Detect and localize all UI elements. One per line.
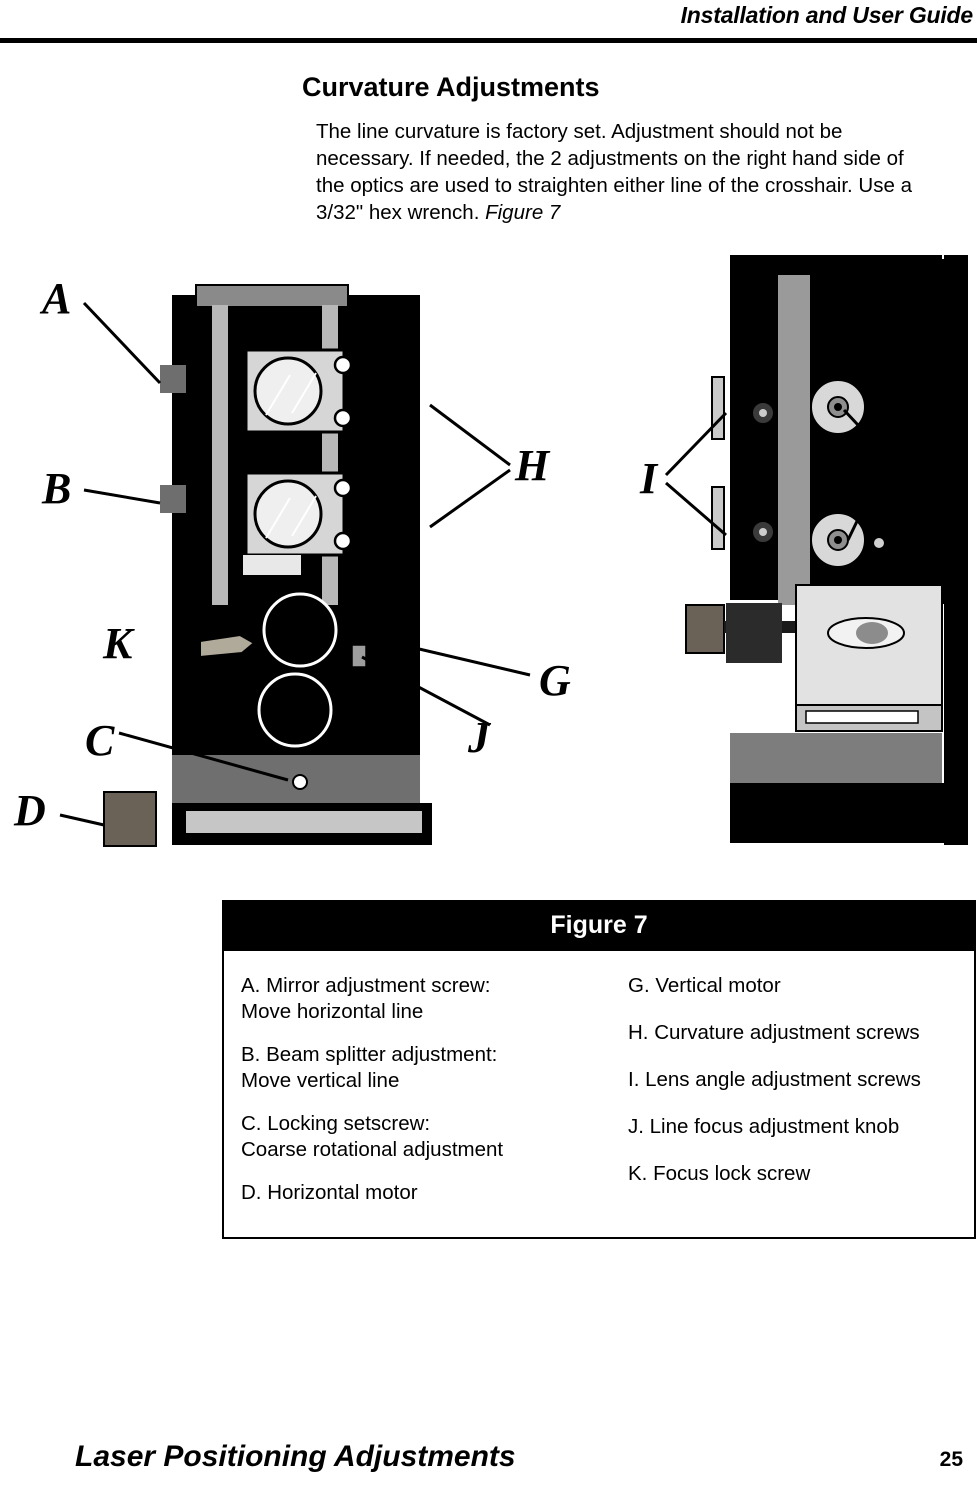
figure-legend-body: A. Mirror adjustment screw: Move horizon… [224, 951, 974, 1237]
footer-title: Laser Positioning Adjustments [75, 1440, 516, 1473]
section-body-figure-reference: Figure 7 [485, 201, 561, 224]
section-title: Curvature Adjustments [302, 72, 600, 102]
figure-legend-box: Figure 7 A. Mirror adjustment screw: Mov… [222, 900, 976, 1239]
callout-H-right: H [892, 434, 929, 483]
callout-D: D [13, 786, 46, 835]
left-assembly-drawing [103, 284, 432, 847]
header-title: Installation and User Guide [680, 2, 974, 28]
callout-H-left: H [514, 441, 551, 490]
legend-column-right: G. Vertical motor H. Curvature adjustmen… [620, 973, 974, 1223]
legend-item: D. Horizontal motor [241, 1181, 418, 1204]
callout-I: I [639, 454, 659, 503]
callout-leader-lines [59, 301, 888, 827]
callout-letters: A B C D H G J K I H [13, 274, 929, 835]
legend-item: A. Mirror adjustment screw: Move horizon… [241, 974, 491, 1023]
callout-K: K [102, 619, 135, 668]
callout-G: G [539, 656, 571, 705]
page-number: 25 [939, 1448, 963, 1471]
header-divider [0, 38, 977, 43]
figure-7-drawing: A B C D H G J K I H [13, 255, 968, 847]
legend-item: I. Lens angle adjustment screws [628, 1068, 921, 1091]
figure-caption: Figure 7 [224, 902, 974, 951]
callout-J: J [467, 713, 492, 762]
callout-A: A [39, 274, 71, 323]
right-assembly-drawing [685, 255, 968, 845]
legend-item: J. Line focus adjustment knob [628, 1115, 900, 1138]
callout-B: B [41, 464, 71, 513]
figure-illustration: A B C D H G J K I H [0, 255, 977, 875]
legend-item: K. Focus lock screw [628, 1162, 811, 1185]
legend-column-left: A. Mirror adjustment screw: Move horizon… [224, 973, 620, 1223]
legend-item: G. Vertical motor [628, 974, 781, 997]
legend-item: C. Locking setscrew: Coarse rotational a… [241, 1112, 504, 1161]
section-body: The line curvature is factory set. Adjus… [316, 118, 916, 226]
legend-item: H. Curvature adjustment screws [628, 1021, 920, 1044]
legend-item: B. Beam splitter adjustment: Move vertic… [241, 1043, 498, 1092]
section-body-text: The line curvature is factory set. Adjus… [316, 120, 912, 224]
page-header: Installation and User Guide [0, 0, 977, 44]
callout-C: C [85, 716, 115, 765]
